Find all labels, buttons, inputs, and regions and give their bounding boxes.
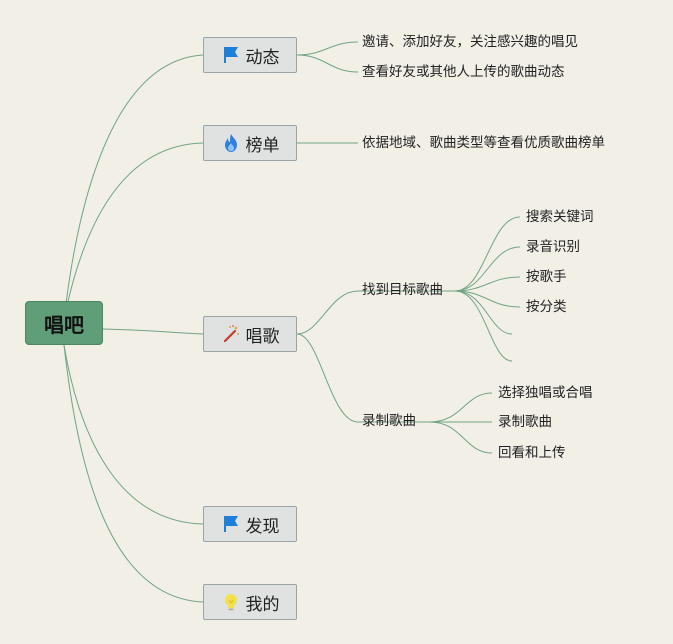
branch-wode[interactable]: 我的 bbox=[203, 584, 297, 620]
leaf-find-1: 搜索关键词 bbox=[526, 209, 594, 225]
branch-label: 榜单 bbox=[245, 135, 280, 156]
leaf-dongtai-2: 查看好友或其他人上传的歌曲动态 bbox=[362, 64, 565, 80]
connector-root-dongtai bbox=[63, 54, 204, 321]
leaf-find-3: 按歌手 bbox=[526, 269, 567, 285]
connector-changge-find bbox=[296, 290, 359, 335]
root-node[interactable]: 唱吧 bbox=[25, 301, 103, 345]
magic-wand-icon bbox=[221, 324, 241, 344]
connector-root-bangdan bbox=[63, 142, 204, 321]
branch-dongtai[interactable]: 动态 bbox=[203, 37, 297, 73]
sub-record-song[interactable]: 录制歌曲 bbox=[362, 413, 416, 429]
connector-changge-record bbox=[296, 333, 359, 423]
connector-dongtai-leaf2 bbox=[296, 54, 359, 73]
lightbulb-icon bbox=[221, 592, 241, 612]
branch-changge[interactable]: 唱歌 bbox=[203, 316, 297, 352]
root-label: 唱吧 bbox=[44, 312, 84, 337]
leaf-record-1: 选择独唱或合唱 bbox=[498, 385, 593, 401]
branch-label: 动态 bbox=[245, 47, 280, 68]
branch-label: 我的 bbox=[245, 594, 280, 615]
leaf-record-3: 回看和上传 bbox=[498, 445, 566, 461]
connector-dongtai-leaf1 bbox=[296, 41, 359, 56]
leaf-bangdan-1: 依据地域、歌曲类型等查看优质歌曲榜单 bbox=[362, 135, 605, 151]
blue-flag-icon bbox=[221, 514, 241, 534]
sub-find-song[interactable]: 找到目标歌曲 bbox=[362, 282, 443, 298]
leaf-find-4: 按分类 bbox=[526, 299, 567, 315]
connector-root-faxian bbox=[63, 344, 204, 525]
branch-label: 发现 bbox=[245, 516, 280, 537]
connector-root-wode bbox=[63, 344, 204, 603]
blue-flag-icon bbox=[221, 45, 241, 65]
fire-icon bbox=[221, 133, 241, 153]
branch-bangdan[interactable]: 榜单 bbox=[203, 125, 297, 161]
leaf-record-2: 录制歌曲 bbox=[498, 414, 552, 430]
leaf-find-2: 录音识别 bbox=[526, 239, 580, 255]
connector-root-changge bbox=[102, 328, 204, 335]
leaf-dongtai-1: 邀请、添加好友，关注感兴趣的唱见 bbox=[362, 34, 578, 50]
branch-label: 唱歌 bbox=[245, 326, 280, 347]
branch-faxian[interactable]: 发现 bbox=[203, 506, 297, 542]
